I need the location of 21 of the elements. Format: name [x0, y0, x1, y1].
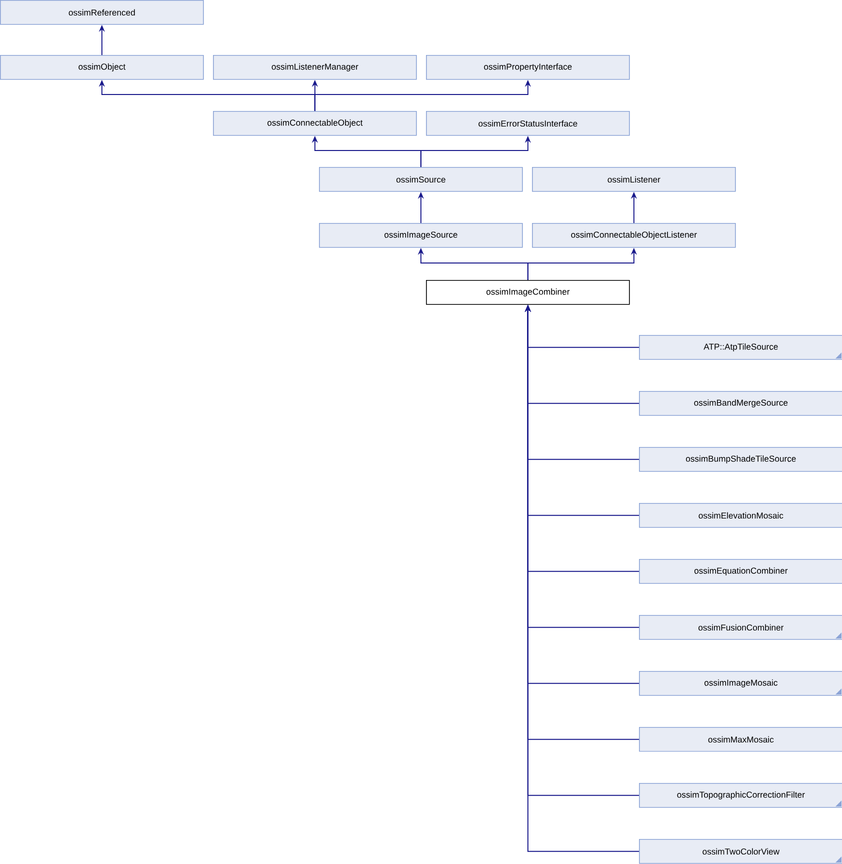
class-box: ossimBumpShadeTileSource: [639, 447, 842, 472]
class-box: ossimPropertyInterface: [426, 55, 630, 80]
class-box: ossimReferenced: [0, 0, 204, 25]
class-box: ATP::AtpTileSource: [639, 335, 842, 360]
class-box: ossimFusionCombiner: [639, 615, 842, 640]
class-box: ossimMaxMosaic: [639, 727, 842, 752]
class-box: ossimConnectableObject: [213, 111, 417, 136]
class-box: ossimTwoColorView: [639, 839, 842, 864]
class-box: ossimObject: [0, 55, 204, 80]
class-box: ossimBandMergeSource: [639, 391, 842, 416]
class-box: ossimListenerManager: [213, 55, 417, 80]
class-box: ossimTopographicCorrectionFilter: [639, 783, 842, 808]
class-box: ossimSource: [319, 167, 523, 192]
class-box: ossimImageMosaic: [639, 671, 842, 696]
class-box: ossimListener: [532, 167, 736, 192]
class-box: ossimConnectableObjectListener: [532, 223, 736, 248]
class-box: ossimElevationMosaic: [639, 503, 842, 528]
class-box: ossimEquationCombiner: [639, 559, 842, 584]
class-box: ossimErrorStatusInterface: [426, 111, 630, 136]
class-box: ossimImageSource: [319, 223, 523, 248]
current-class-box: ossimImageCombiner: [426, 280, 630, 305]
